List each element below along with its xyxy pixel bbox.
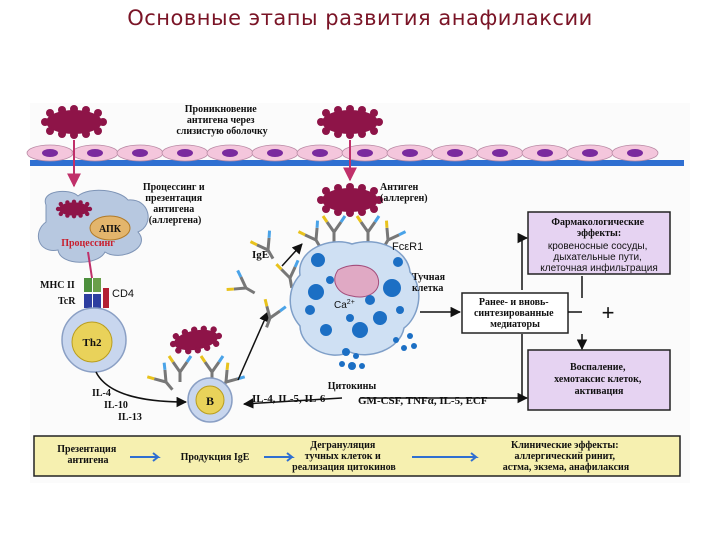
cytokine-to-b-arrow	[242, 397, 343, 409]
released-granule	[407, 333, 413, 339]
epithelial-nucleus	[447, 149, 463, 157]
granule	[365, 295, 375, 305]
epithelial-nucleus	[267, 149, 283, 157]
granule	[396, 306, 404, 314]
calcium-label: Ca2+	[334, 299, 355, 311]
pharm-body: кровеносные сосуды, дыхательные пути, кл…	[540, 241, 657, 274]
released-granules	[339, 333, 417, 370]
released-granule	[359, 363, 365, 369]
stage-arrow	[130, 452, 161, 462]
granule	[373, 311, 387, 325]
epithelial-nucleus	[492, 149, 508, 157]
epithelium-layer	[26, 144, 684, 166]
granule	[393, 257, 403, 267]
granule	[311, 253, 325, 267]
epithelial-nucleus	[402, 149, 418, 157]
released-granule	[348, 362, 356, 370]
mediators-label: Ранее- и вновь- синтезированные медиатор…	[474, 297, 556, 330]
granule	[352, 322, 368, 338]
tcr-molecule	[93, 294, 101, 308]
plus-sign: +	[602, 300, 615, 325]
epithelial-nucleus	[312, 149, 328, 157]
ige-to-mast-arrow	[281, 243, 303, 267]
mediators-box	[461, 292, 569, 334]
released-granule	[401, 345, 407, 351]
cd4-label: CD4	[112, 288, 134, 300]
mast-cell-granules	[305, 253, 404, 338]
th2-to-b-arrow	[95, 371, 188, 408]
released-granule	[393, 337, 399, 343]
mhc-molecule	[93, 278, 101, 292]
stage-ige-production: Продукция IgE	[181, 452, 250, 463]
inflammation-box	[527, 349, 671, 411]
th2-label: Th2	[83, 337, 102, 349]
epithelial-nucleus	[537, 149, 553, 157]
apc-nucleus	[89, 215, 131, 241]
mast-cell-label: Тучная клетка	[412, 272, 447, 294]
tcr-label: TcR	[58, 296, 76, 307]
stage-degranulation: Дегрануляция тучных клеток и реализация …	[292, 440, 396, 473]
internalized-antigen	[55, 199, 93, 219]
b-cell-nucleus	[195, 385, 225, 415]
epithelial-nucleus	[357, 149, 373, 157]
allergen-particle	[317, 105, 383, 139]
granule	[305, 305, 315, 315]
mhc-link	[87, 251, 93, 279]
basement-membrane	[30, 160, 684, 166]
granule	[383, 279, 401, 297]
cytokines-label: Цитокины	[328, 381, 377, 392]
released-granule	[353, 353, 359, 359]
released-granule	[339, 361, 345, 367]
antigen-label: Антиген (аллерген)	[380, 182, 428, 204]
b-to-ige-arrow	[237, 311, 269, 381]
epithelial-nucleus	[177, 149, 193, 157]
epithelial-nucleus	[42, 149, 58, 157]
interleukins-th2: IL-4 IL-10 IL-13	[92, 388, 142, 423]
cd4-molecule	[103, 288, 109, 308]
stage-arrow	[412, 452, 479, 462]
mhc-label: MHC II	[40, 280, 75, 291]
released-granule	[342, 348, 350, 356]
th2-nucleus	[71, 321, 113, 363]
apc-label: АПК	[99, 224, 122, 235]
released-granule	[411, 343, 417, 349]
page-title: Основные этапы развития анафилаксии	[127, 6, 593, 30]
stage-clinical-effects: Клинические эффекты: аллергический ринит…	[503, 440, 630, 473]
epithelial-nucleus	[627, 149, 643, 157]
epithelial-nucleus	[222, 149, 238, 157]
granule	[308, 284, 324, 300]
ige-label: IgE	[252, 249, 269, 261]
il-b-label: IL-4, IL-5, IL-6	[252, 393, 326, 405]
b-cell-label: B	[206, 394, 214, 408]
penetration-label: Проникновение антигена через слизистую о…	[176, 104, 267, 137]
granule	[320, 324, 332, 336]
mhc-molecule	[84, 278, 92, 292]
mast-cell-nucleus	[334, 264, 380, 298]
pharm-title: Фармакологические эффекты:	[551, 217, 646, 239]
processing-label: Процессинг	[61, 238, 115, 249]
epithelial-nucleus	[582, 149, 598, 157]
epithelial-nucleus	[132, 149, 148, 157]
inflammation-label: Воспаление, хемотаксис клеток, активация	[554, 362, 644, 397]
processing-text: Процессинг и презентация антигена (аллер…	[143, 182, 207, 226]
stage-presentation: Презентация антигена	[57, 444, 118, 466]
fc-receptor-label: FcεR1	[392, 241, 423, 253]
allergen-particle	[317, 183, 383, 217]
stage-arrow	[264, 452, 295, 462]
tcr-molecule	[84, 294, 92, 308]
allergen-particle	[41, 105, 107, 139]
granule	[326, 276, 334, 284]
epithelial-nucleus	[87, 149, 103, 157]
gm-csf-label: GM-CSF, TNFα, IL-5, ECF	[358, 395, 488, 407]
granule	[346, 314, 354, 322]
